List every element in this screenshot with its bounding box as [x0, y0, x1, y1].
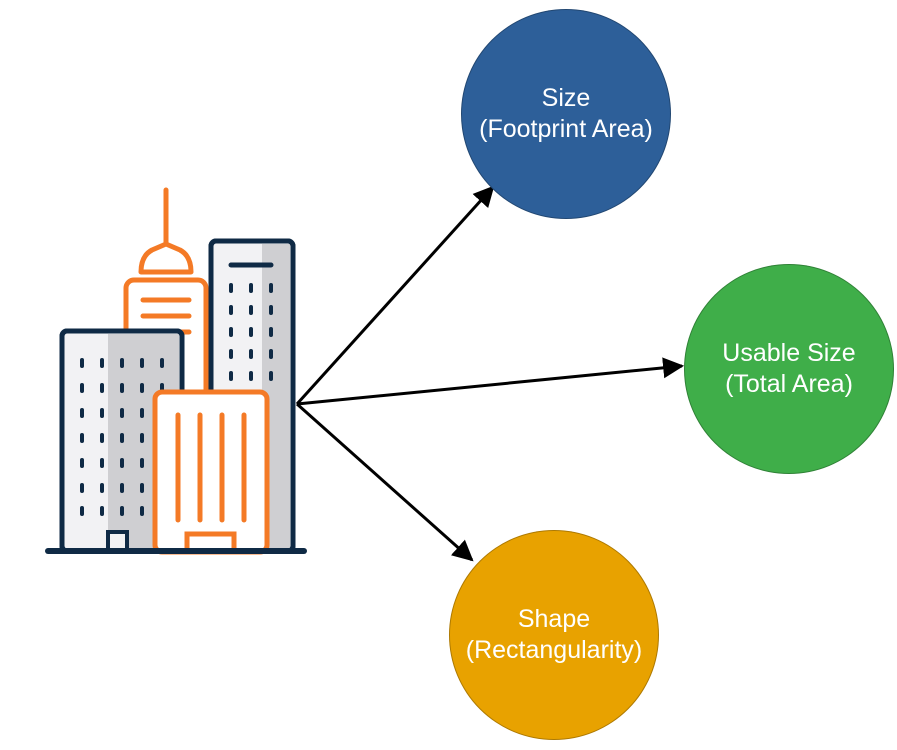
node-size-title: Size: [541, 84, 591, 112]
node-shape-subtitle: (Rectangularity): [465, 636, 643, 664]
node-usable-size: Usable Size (Total Area): [684, 264, 894, 474]
node-usable-size-title: Usable Size: [722, 339, 856, 367]
orange-tower-crown: [138, 241, 194, 275]
node-usable-size-subtitle: (Total Area): [725, 370, 853, 398]
arrow-to-usable-size: [296, 357, 685, 406]
node-shape: Shape (Rectangularity): [449, 530, 659, 740]
arrow-to-shape: [296, 402, 474, 562]
node-size-subtitle: (Footprint Area): [479, 115, 653, 143]
left-building-door: [106, 530, 129, 552]
node-shape-title: Shape: [517, 605, 591, 633]
arrows: [295, 185, 685, 562]
city-buildings-icon: [45, 187, 307, 555]
node-size: Size (Footprint Area): [461, 9, 671, 219]
front-building: [152, 389, 270, 555]
arrow-to-size: [295, 185, 495, 406]
